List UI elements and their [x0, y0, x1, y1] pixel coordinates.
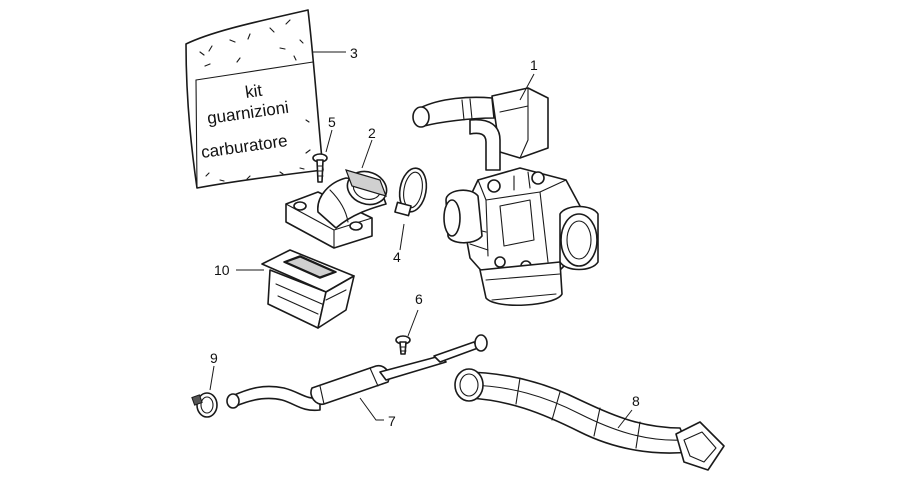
leader-7 [359, 397, 384, 421]
leader-1 [519, 73, 535, 101]
intake-manifold [285, 169, 388, 249]
gasket-kit-bag: kit guarnizioni carburatore [185, 9, 324, 189]
callout-labels: 1 2 3 4 5 6 7 8 9 10 [210, 45, 640, 429]
callout-1: 1 [530, 57, 538, 73]
reed-valve [261, 249, 355, 329]
exhaust-clamp [191, 392, 218, 418]
exhaust-pipe [454, 368, 725, 471]
callout-5: 5 [328, 114, 336, 130]
leader-5 [325, 129, 333, 153]
leader-6 [407, 309, 419, 337]
leader-2 [361, 139, 373, 169]
callout-10: 10 [214, 262, 230, 278]
leader-lines [209, 51, 633, 429]
leader-4 [399, 223, 405, 251]
screw-6 [395, 335, 411, 355]
carburetor [412, 87, 599, 307]
leader-9 [209, 365, 215, 391]
callout-2: 2 [368, 125, 376, 141]
hose-clamp [394, 167, 428, 217]
callout-9: 9 [210, 350, 218, 366]
callout-8: 8 [632, 393, 640, 409]
callout-6: 6 [415, 291, 423, 307]
callout-7: 7 [388, 413, 396, 429]
exhaust-silencer [226, 334, 488, 412]
callout-3: 3 [350, 45, 358, 61]
callout-4: 4 [393, 249, 401, 265]
bag-label-kit: kit [244, 81, 264, 102]
leader-8 [617, 409, 633, 429]
screw-5 [312, 153, 328, 183]
